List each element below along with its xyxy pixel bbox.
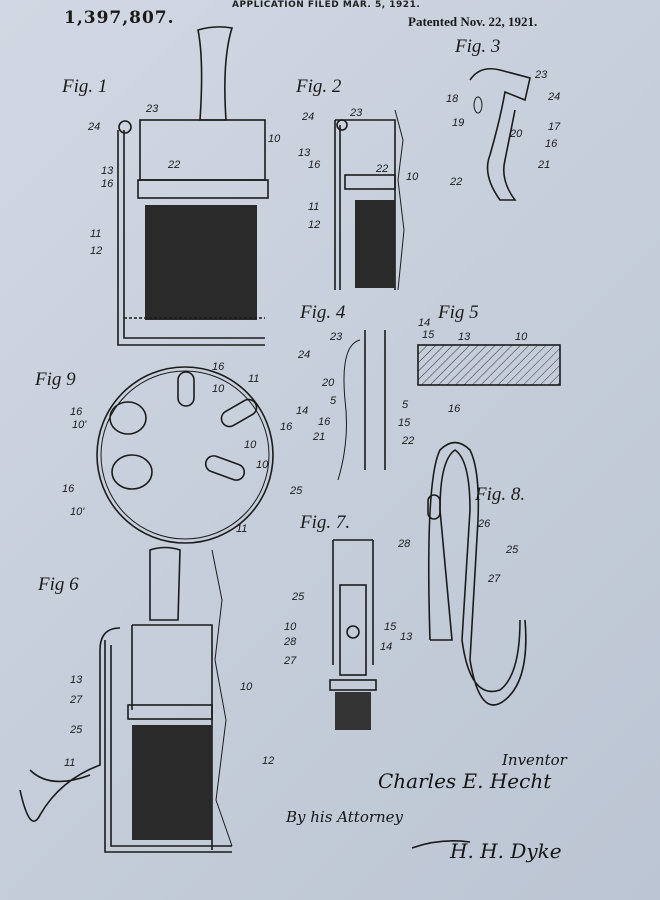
ref: 12	[90, 245, 102, 257]
ref: 13	[298, 147, 311, 159]
ref: 22	[449, 176, 462, 188]
ref: 16	[101, 178, 114, 190]
patented-date: Patented Nov. 22, 1921.	[408, 14, 538, 29]
figure-7: Fig. 7. 25 10 28 15 13 14 27	[283, 512, 413, 730]
ref: 11	[90, 228, 101, 240]
ref: 26	[477, 518, 491, 530]
ref: 11	[248, 373, 259, 385]
ref: 23	[349, 107, 363, 119]
ref: 11	[308, 201, 319, 213]
fig6-label: Fig 6	[37, 574, 79, 595]
ref: 13	[400, 631, 413, 643]
ref: 13	[70, 674, 83, 686]
ref: 15	[398, 417, 411, 429]
fig7-label: Fig. 7.	[299, 512, 350, 533]
ref: 12	[262, 755, 274, 767]
ref: 16	[280, 421, 293, 433]
figure-5: Fig 5 14 15 13 10 16	[417, 302, 561, 415]
patent-number: 1,397,807.	[64, 8, 175, 28]
ref: 15	[422, 329, 435, 341]
fig9-label: Fig 9	[34, 369, 76, 390]
ref: 25	[505, 544, 519, 556]
ref: 5	[330, 395, 337, 407]
ref: 27	[69, 694, 83, 706]
ref: 16	[545, 138, 558, 150]
figure-2: Fig. 2 24 23 13 16 22 10 11 12	[295, 76, 419, 291]
ref: 10'	[70, 506, 85, 518]
ref: 11	[236, 523, 247, 535]
figure-1: Fig. 1 23 24 10 13 16 22 11 12	[61, 26, 281, 346]
fig2-label: Fig. 2	[295, 76, 342, 97]
ref: 5	[402, 399, 409, 411]
ref: 13	[101, 165, 114, 177]
figure-6: Fig 6 13 27 25 11 10 12	[19, 546, 274, 853]
signature-block: Inventor Charles E. Hecht By his Attorne…	[285, 751, 568, 863]
application-filed-line: APPLICATION FILED MAR. 5, 1921.	[232, 0, 421, 10]
figure-9: Fig 9 16 10 11 16 10' 10 16 10 16 10' 25…	[34, 361, 303, 544]
ref: 10	[406, 171, 419, 183]
ref: 15	[384, 621, 397, 633]
ref: 16	[212, 361, 225, 373]
ref: 24	[297, 349, 310, 361]
ref: 24	[547, 91, 560, 103]
ref: 20	[321, 377, 335, 389]
ref: 23	[329, 331, 343, 343]
ref: 11	[64, 757, 75, 769]
ref: 21	[312, 431, 325, 443]
ref: 24	[87, 121, 100, 133]
ref: 18	[446, 93, 459, 105]
fig8-label: Fig. 8.	[474, 484, 525, 505]
ref: 28	[283, 636, 297, 648]
ref: 16	[70, 406, 83, 418]
ref: 27	[283, 655, 297, 667]
ref: 10	[268, 133, 281, 145]
ref: 16	[62, 483, 75, 495]
ref: 25	[289, 485, 303, 497]
ref: 16	[308, 159, 321, 171]
ref: 22	[375, 163, 388, 175]
attorney-signature: H. H. Dyke	[449, 839, 562, 863]
ref: 13	[458, 331, 471, 343]
ref: 22	[401, 435, 414, 447]
ref: 10	[515, 331, 528, 343]
ref: 14	[296, 405, 308, 417]
figure-3: Fig. 3 23 24 18 19 17 20 16 21 22	[446, 36, 561, 201]
ref: 24	[301, 111, 314, 123]
ref: 27	[487, 573, 501, 585]
ref: 25	[291, 591, 305, 603]
fig3-label: Fig. 3	[454, 36, 500, 57]
ref: 14	[418, 317, 430, 329]
ref: 10	[212, 383, 225, 395]
ref: 20	[509, 128, 523, 140]
ref: 10'	[72, 419, 87, 431]
ref: 10	[284, 621, 297, 633]
fig4-label: Fig. 4	[299, 302, 346, 323]
inventor-label: Inventor	[501, 751, 568, 769]
ref: 16	[318, 416, 331, 428]
ref: 17	[548, 121, 561, 133]
inventor-signature: Charles E. Hecht	[378, 769, 552, 793]
attorney-label: By his Attorney	[285, 808, 404, 826]
ref: 22	[167, 159, 180, 171]
ref: 16	[448, 403, 461, 415]
fig5-label: Fig 5	[437, 302, 479, 323]
ref: 14	[380, 641, 392, 653]
ref: 10	[256, 459, 269, 471]
figure-4: Fig. 4 23 24 20 5 5 14 16 15 21 22	[296, 302, 414, 481]
ref: 21	[537, 159, 550, 171]
figure-8: Fig. 8. 26 28 25 27	[397, 441, 527, 706]
ref: 12	[308, 219, 320, 231]
ref: 28	[397, 538, 411, 550]
ref: 10	[244, 439, 257, 451]
ref: 10	[240, 681, 253, 693]
ref: 19	[452, 117, 464, 129]
fig1-label: Fig. 1	[61, 76, 107, 97]
ref: 23	[534, 69, 548, 81]
ref: 23	[145, 103, 159, 115]
ref: 25	[69, 724, 83, 736]
